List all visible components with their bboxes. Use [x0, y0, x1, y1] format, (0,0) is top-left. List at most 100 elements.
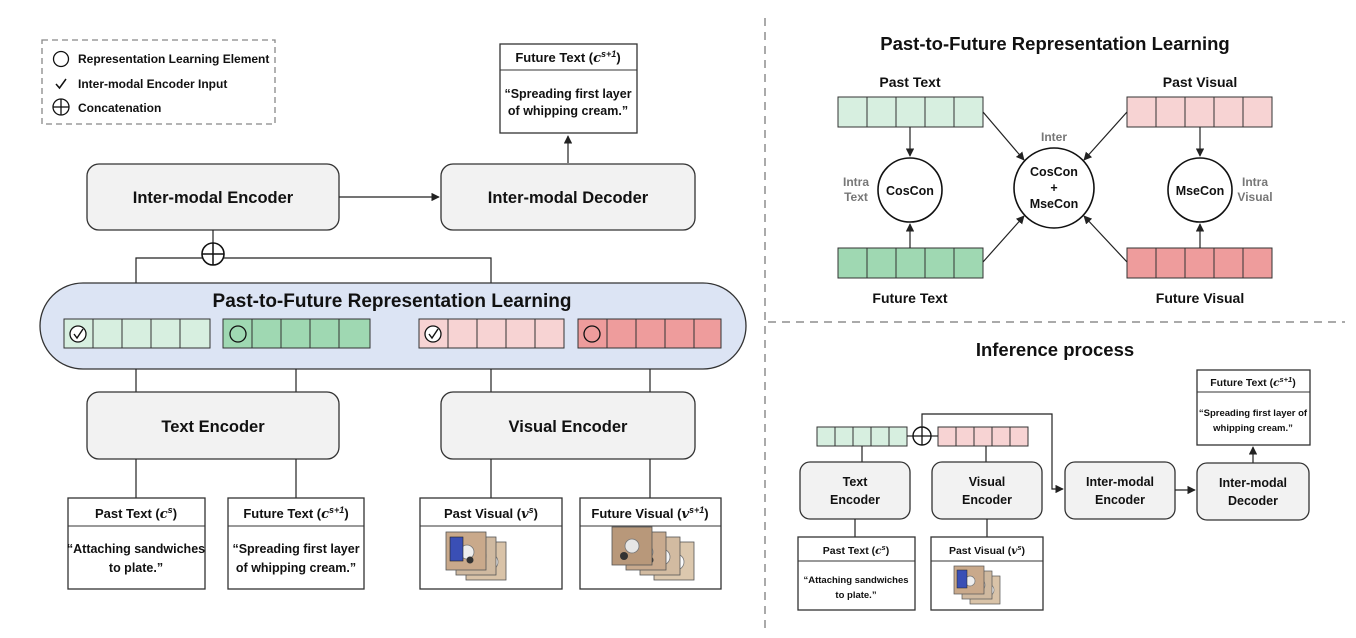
circle-icon: [69, 325, 87, 343]
arrow: [982, 215, 1025, 263]
inference-past-text-quote: to plate.”: [835, 590, 876, 601]
future-text-input-box: Future Text (cs+1) “Spreading first laye…: [227, 497, 365, 590]
future-text-input-quote: “Spreading first layer: [232, 542, 359, 556]
future-text-input-title: Future Text (cs+1): [243, 505, 348, 522]
future-visual-embedding: [1126, 247, 1273, 279]
representation-learning-title: Past-to-Future Representation Learning: [213, 291, 572, 312]
past-text-embedding: [837, 96, 984, 128]
future-text-output-box: Future Text (cs+1) “Spreading first laye…: [499, 43, 638, 134]
inference-text-encoder-label: Text: [843, 475, 869, 489]
connector: [921, 413, 1064, 494]
inter-modal-encoder: Inter-modal Encoder: [86, 163, 340, 231]
past-text-label: Past Text: [879, 74, 941, 90]
inter-label: Inter: [1041, 130, 1067, 144]
arrow: [1083, 215, 1128, 263]
inference-visual-encoder-label: Encoder: [962, 493, 1012, 507]
text-encoder: Text Encoder: [86, 391, 340, 460]
arrow: [982, 111, 1025, 161]
future-visual-input-box: Future Visual (vs+1): [579, 497, 722, 590]
inference-future-text-box: Future Text (cs+1) “Spreading first laye…: [1196, 369, 1311, 446]
inference-future-text-title: Future Text (cs+1): [1210, 375, 1295, 389]
inference-visual-encoder: Visual Encoder: [931, 461, 1043, 520]
inference-past-text-box: Past Text (cs) “Attaching sandwiches to …: [797, 536, 916, 611]
legend-label: Concatenation: [78, 101, 161, 115]
msecon-node: MseCon: [1167, 157, 1233, 223]
msecon-label: MseCon: [1176, 184, 1225, 198]
past-visual-label: Past Visual: [1163, 74, 1237, 90]
inference-inter-modal-decoder: Inter-modal Decoder: [1196, 462, 1310, 521]
intra-visual-label: Visual: [1237, 190, 1272, 204]
intra-text-label: Text: [844, 190, 868, 204]
center-node: CosCon + MseCon: [1013, 147, 1095, 229]
inter-modal-decoder: Inter-modal Decoder: [440, 163, 696, 231]
inter-modal-encoder-label: Inter-modal Encoder: [133, 189, 294, 207]
past-visual-embedding: [1126, 96, 1273, 128]
inference-past-visual-title: Past Visual (vs): [949, 543, 1025, 557]
video-frames-thumbnail: [953, 565, 1001, 605]
connector: [135, 257, 202, 283]
visual-encoder: Visual Encoder: [440, 391, 696, 460]
inter-modal-decoder-label: Inter-modal Decoder: [488, 189, 649, 207]
past-text-input-box: Past Text (cs) “Attaching sandwiches to …: [67, 497, 206, 590]
inference-inter-modal-decoder-label: Inter-modal: [1219, 476, 1287, 490]
past-text-quote: “Attaching sandwiches: [67, 542, 205, 556]
past-text-embedding: [63, 318, 211, 349]
center-label: MseCon: [1030, 197, 1079, 211]
inference-past-visual-box: Past Visual (vs): [930, 536, 1044, 611]
inference-inter-modal-encoder-label: Inter-modal: [1086, 475, 1154, 489]
inference-inter-modal-decoder-label: Decoder: [1228, 494, 1278, 508]
check-icon: [55, 78, 67, 90]
future-text-quote: “Spreading first layer: [504, 87, 631, 101]
future-text-title: Future Text (cs+1): [515, 49, 620, 66]
inference-past-text-title: Past Text (cs): [823, 543, 889, 557]
future-text-label: Future Text: [872, 290, 948, 306]
intra-visual-label: Intra: [1242, 175, 1268, 189]
future-text-input-quote: of whipping cream.”: [236, 561, 356, 575]
future-visual-title: Future Visual (vs+1): [591, 505, 708, 522]
connector: [224, 257, 492, 283]
inference-inter-modal-encoder-label: Encoder: [1095, 493, 1145, 507]
arrow: [1083, 111, 1128, 161]
video-frames-thumbnail: [445, 531, 507, 581]
inference-text-encoder-label: Encoder: [830, 493, 880, 507]
intra-text-label: Intra: [843, 175, 869, 189]
inference-future-text-quote: whipping cream.”: [1212, 423, 1293, 434]
check-icon: [73, 328, 84, 340]
center-label: CosCon: [1030, 165, 1078, 179]
circled-plus-icon: [52, 98, 70, 116]
inference-heading: Inference process: [976, 339, 1134, 360]
inference-past-text-quote: “Attaching sandwiches: [803, 575, 908, 586]
representation-learning-heading: Past-to-Future Representation Learning: [880, 33, 1229, 54]
check-icon: [428, 328, 439, 340]
past-visual-title: Past Visual (vs): [444, 505, 538, 522]
representation-learning-module: Past-to-Future Representation Learning: [39, 282, 747, 370]
past-text-title: Past Text (cs): [95, 505, 177, 522]
video-frames-thumbnail: [611, 526, 695, 581]
legend-label: Representation Learning Element: [78, 52, 269, 66]
future-text-embedding: [222, 318, 371, 349]
center-label: +: [1050, 181, 1057, 195]
circle-icon: [52, 50, 70, 68]
circle-icon: [583, 325, 601, 343]
past-visual-input-box: Past Visual (vs): [419, 497, 563, 590]
inference-text-encoder: Text Encoder: [799, 461, 911, 520]
inference-visual-embedding: [937, 426, 1029, 447]
past-visual-embedding: [418, 318, 565, 349]
legend: Representation Learning Element Inter-mo…: [41, 39, 276, 125]
coscon-label: CosCon: [886, 184, 934, 198]
concatenation-icon: [201, 242, 225, 266]
future-text-quote: of whipping cream.”: [508, 104, 628, 118]
coscon-node: CosCon: [877, 157, 943, 223]
future-visual-embedding: [577, 318, 722, 349]
inference-inter-modal-encoder: Inter-modal Encoder: [1064, 461, 1176, 520]
legend-label: Inter-modal Encoder Input: [78, 77, 227, 91]
future-text-embedding: [837, 247, 984, 279]
visual-encoder-label: Visual Encoder: [509, 418, 628, 436]
circle-icon: [424, 325, 442, 343]
inference-concatenation-icon: [912, 426, 932, 446]
inference-visual-encoder-label: Visual: [969, 475, 1006, 489]
inference-future-text-quote: “Spreading first layer of: [1199, 408, 1308, 419]
circle-icon: [229, 325, 247, 343]
past-text-quote: to plate.”: [109, 561, 163, 575]
